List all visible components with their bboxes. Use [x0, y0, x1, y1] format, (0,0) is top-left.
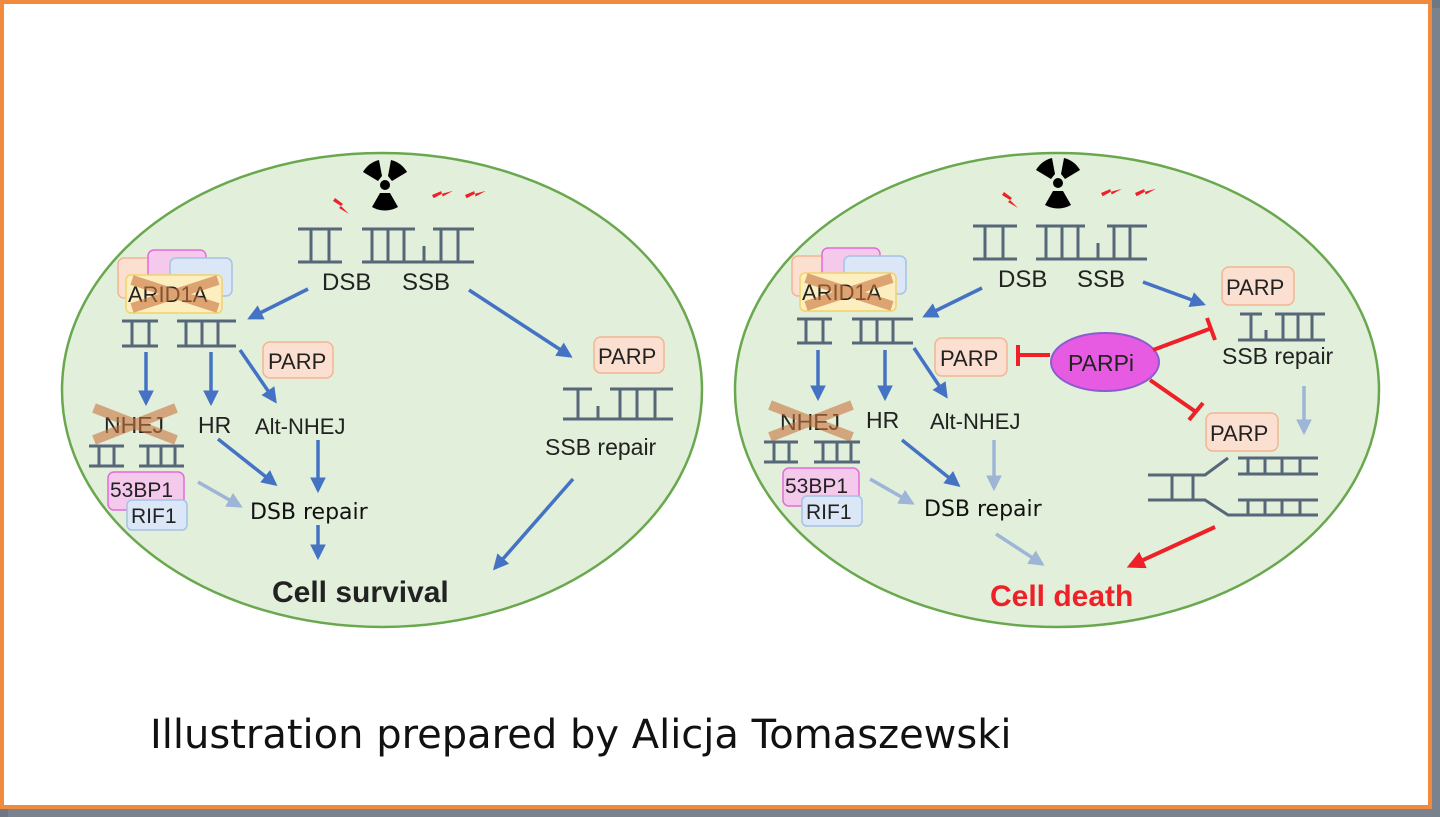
- parp-label: PARP: [598, 344, 656, 369]
- rif1-badge: [801, 495, 863, 527]
- parp-label: PARP: [268, 349, 326, 374]
- 53bp1-label: 53BP1: [785, 475, 848, 498]
- arrow: [1142, 280, 1206, 308]
- cell-membrane: [60, 151, 704, 629]
- outcome-label: Cell survival: [272, 576, 449, 609]
- parpi-inhibitor: [1050, 332, 1160, 392]
- dna-icon: [797, 317, 913, 345]
- 53bp1-label: 53BP1: [110, 479, 173, 502]
- arrow: [238, 349, 277, 404]
- damaged-dna-icon: [298, 227, 474, 264]
- arrow: [247, 287, 309, 320]
- ssb-repair-label: SSB repair: [545, 434, 657, 460]
- dna-icon: [122, 319, 236, 348]
- ssb-label: SSB: [1077, 266, 1125, 293]
- arrow: [216, 437, 278, 486]
- parp-badge: [593, 336, 665, 374]
- cell-membrane: [733, 151, 1381, 629]
- alt-nhej-label: Alt-NHEJ: [930, 409, 1020, 434]
- rif1-label: RIF1: [806, 501, 852, 524]
- ssb-repair-label: SSB repair: [1222, 343, 1334, 369]
- arid1a-complex: ARID1A: [117, 249, 233, 314]
- arrow: [900, 438, 961, 487]
- arrow: [1126, 525, 1216, 569]
- dsb-label: DSB: [998, 266, 1047, 293]
- parp-label: PARP: [940, 346, 998, 371]
- parp-badge: [934, 337, 1008, 377]
- rif1-badge: [126, 499, 188, 531]
- right-cell: DSB SSB ARID1A: [733, 151, 1381, 629]
- inhibition-bar: [1187, 401, 1205, 422]
- inhibition-line: [1152, 326, 1213, 352]
- arrow: [492, 477, 575, 571]
- outcome-label: Cell death: [990, 580, 1133, 613]
- dsb-repair-label: DSB repair: [924, 497, 1043, 522]
- repaired-dna-icon: [563, 387, 673, 421]
- hr-label: HR: [866, 407, 899, 433]
- dsb-repair-label: DSB repair: [250, 500, 369, 525]
- parp-label: PARP: [1226, 275, 1284, 300]
- cross-out-icon: [92, 403, 178, 445]
- damaged-dna-icon: [973, 224, 1147, 261]
- arrow: [995, 532, 1045, 566]
- left-cell: DSB SSB ARID1A: [60, 151, 704, 629]
- parp-label: PARP: [1210, 421, 1268, 446]
- parp-badge: [262, 341, 334, 379]
- dna-icon: [89, 444, 184, 468]
- hr-label: HR: [198, 412, 231, 438]
- parpi-label: PARPi: [1068, 350, 1134, 376]
- cross-out-icon: [804, 273, 894, 311]
- parp-badge: [1205, 412, 1279, 452]
- dna-icon: [764, 440, 860, 464]
- arrow: [468, 288, 573, 358]
- inhibition-bar: [1205, 317, 1217, 341]
- ssb-label: SSB: [402, 269, 450, 296]
- arid1a-complex: ARID1A: [791, 247, 907, 312]
- cross-out-icon: [130, 275, 220, 313]
- inhibition-line: [1148, 378, 1198, 414]
- arrow: [912, 347, 948, 399]
- replication-fork-icon: [1148, 456, 1318, 517]
- alt-nhej-label: Alt-NHEJ: [255, 414, 345, 439]
- arrow: [922, 286, 983, 318]
- rif1-label: RIF1: [131, 505, 177, 528]
- dsb-label: DSB: [322, 269, 371, 296]
- arrow: [869, 477, 915, 505]
- parp-badge: [1221, 266, 1295, 306]
- caption: Illustration prepared by Alicja Tomaszew…: [150, 712, 1012, 758]
- arrow: [197, 480, 243, 508]
- repaired-dna-icon: [1238, 312, 1325, 342]
- cross-out-icon: [768, 400, 854, 442]
